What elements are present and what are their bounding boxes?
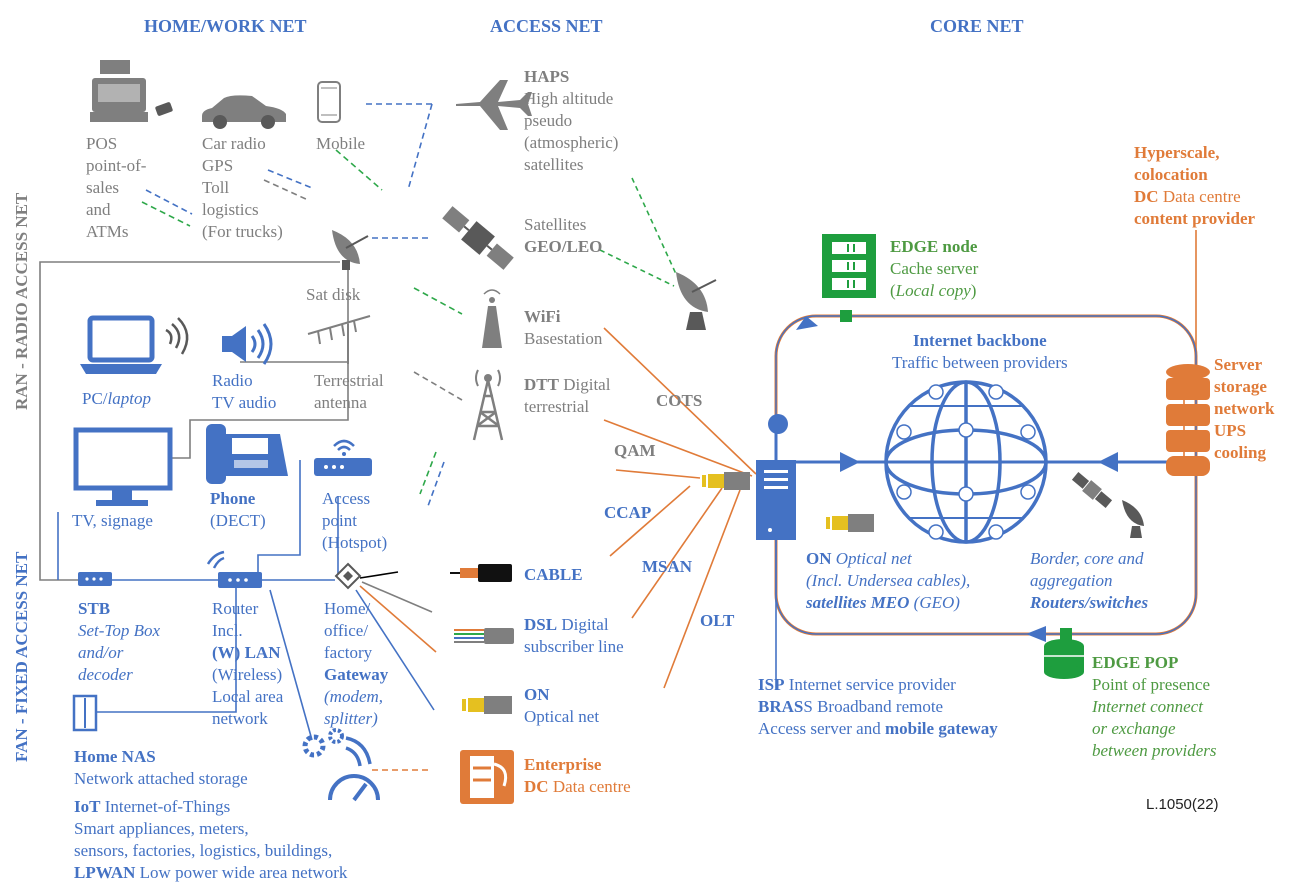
server-tower-icon [756, 460, 796, 540]
phone-label: Phone(DECT) [210, 489, 266, 530]
speaker-icon [222, 323, 273, 365]
wifi-router-icon [314, 439, 372, 476]
home-wiring [39, 261, 437, 741]
set-top-box-icon [78, 572, 112, 586]
mobile-label: Mobile [316, 134, 366, 153]
fiber-connector-icon [826, 514, 874, 532]
cable-connector-icon [450, 564, 512, 582]
sat-disk-label: Sat disk [306, 285, 361, 304]
fiber-connector-icon [462, 696, 512, 714]
smartphone-icon [317, 81, 341, 123]
satellite-dish-icon [1122, 500, 1144, 538]
isp-label: ISP Internet service provider BRASS Broa… [758, 675, 998, 738]
border-routers-label: Border, core and aggregation Routers/swi… [1030, 549, 1149, 612]
desk-phone-icon [206, 424, 288, 484]
satellite-dish-icon [332, 230, 369, 270]
home-work-net-header: HOME/WORK NET [144, 16, 307, 36]
satellite-icon [442, 206, 514, 270]
satellite-dish-icon [676, 272, 717, 330]
car-icon [202, 95, 286, 129]
airplane-icon [456, 80, 532, 130]
ccap-label: CCAP [604, 503, 652, 522]
core-net-header: CORE NET [930, 16, 1024, 36]
satellite-icon [1071, 472, 1113, 508]
fiber-connector-icon [702, 472, 750, 490]
cots-label: COTS [656, 391, 703, 410]
tv-signage-label: TV, signage [72, 511, 153, 530]
msan-label: MSAN [642, 557, 693, 576]
iot-gauge-icon [302, 728, 380, 802]
radio-tower-icon [472, 369, 504, 441]
datacenter-icon [460, 750, 514, 804]
radio-links [141, 103, 677, 771]
database-icon [1166, 364, 1210, 476]
pc-laptop-label: PC/laptop [82, 389, 151, 408]
cash-register-icon [90, 60, 173, 122]
tv-antenna-icon [307, 315, 371, 364]
dsl-connector-icon [454, 628, 514, 644]
optical-core-label: ON Optical net (Incl. Undersea cables), … [806, 549, 971, 612]
edge-server-icon [822, 234, 876, 298]
wifi-antenna-icon [482, 289, 502, 348]
qam-label: QAM [614, 441, 656, 460]
ran-vertical-label: RAN - RADIO ACCESS NET [12, 192, 31, 410]
access-net-header: ACCESS NET [490, 16, 603, 36]
reference-code: L.1050(22) [1146, 796, 1219, 813]
fan-vertical-label: FAN - FIXED ACCESS NET [12, 551, 31, 762]
router-icon [206, 550, 262, 588]
nas-icon [72, 694, 98, 732]
edge-pop-icon [1044, 639, 1084, 679]
globe-network-icon [884, 380, 1048, 544]
core-ring [768, 310, 1198, 690]
olt-label: OLT [700, 611, 735, 630]
laptop-icon [80, 315, 189, 374]
cable-label: CABLE [524, 565, 583, 584]
iot-label: IoT Internet-of-Things Smart appliances,… [74, 797, 348, 882]
monitor-icon [73, 427, 173, 506]
gateway-icon [334, 562, 362, 590]
